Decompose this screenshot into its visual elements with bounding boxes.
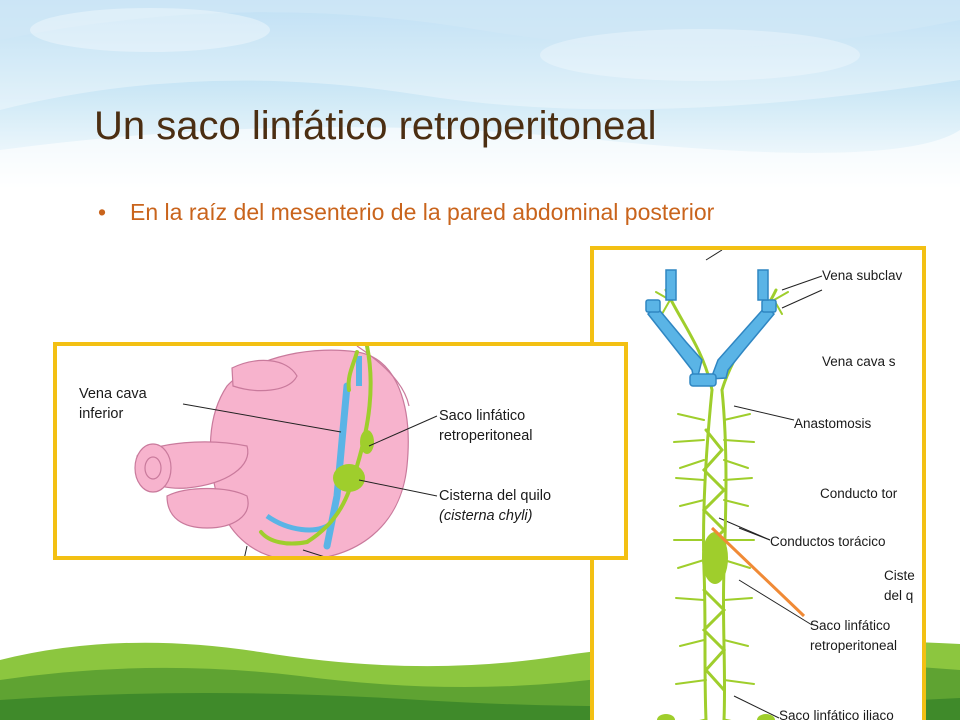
retroperitoneal-sac-shape bbox=[360, 430, 374, 454]
label-cisterna-del-quilo: Cisterna del quilo bbox=[439, 488, 552, 504]
label-conducto-toracico: Conducto tor bbox=[820, 486, 898, 501]
embryo-figure: Vena cava inferior Saco linfático retrop… bbox=[53, 342, 628, 560]
label-saco-iliaco: Saco linfático iliaco bbox=[779, 708, 894, 720]
bullet-item: • En la raíz del mesenterio de la pared … bbox=[96, 196, 856, 229]
cisterna-chyli-shape bbox=[702, 532, 728, 584]
iliac-sac-right-shape bbox=[757, 714, 775, 720]
lymphatic-system-illustration bbox=[645, 250, 823, 720]
label-saco-retroperitoneal-line-1: Saco linfático bbox=[810, 618, 891, 633]
embryo-leader-lines bbox=[182, 403, 438, 556]
label-saco-linfatico-line-1: Saco linfático bbox=[439, 408, 526, 424]
label-vena-subclavia: Vena subclav bbox=[822, 268, 903, 283]
lymph-vessels-shape bbox=[259, 346, 373, 546]
background-top-decoration bbox=[0, 0, 960, 190]
label-saco-linfatico-line-2: retroperitoneal bbox=[439, 428, 533, 444]
label-anastomosis: Anastomosis bbox=[794, 416, 872, 431]
label-vena-cava-line-2: inferior bbox=[79, 406, 124, 422]
bullet-text: En la raíz del mesenterio de la pared ab… bbox=[130, 199, 715, 225]
label-conductos-toracicos: Conductos torácico bbox=[770, 534, 886, 549]
label-cisterna-line-1: Ciste bbox=[884, 568, 915, 583]
embryo-illustration bbox=[134, 346, 438, 556]
veins-shape bbox=[645, 269, 777, 387]
cisterna-shape bbox=[333, 464, 365, 492]
lymphatic-system-figure: Vena subclav Vena cava s Anastomosis Con… bbox=[590, 246, 926, 720]
bullet-dot-icon: • bbox=[98, 199, 107, 225]
slide-title: Un saco linfático retroperitoneal bbox=[94, 104, 657, 148]
label-leader-lines bbox=[705, 250, 823, 719]
vena-cava-shape bbox=[323, 382, 351, 550]
label-vena-cava-line-1: Vena cava bbox=[79, 386, 147, 402]
lymph-branches bbox=[655, 291, 789, 685]
label-cisterna-chyli: (cisterna chyli) bbox=[439, 508, 533, 524]
label-cisterna-line-2: del q bbox=[884, 588, 914, 603]
label-saco-retroperitoneal-line-2: retroperitoneal bbox=[810, 638, 898, 653]
pointer-arrow-shape bbox=[710, 526, 806, 618]
bullet-list: • En la raíz del mesenterio de la pared … bbox=[96, 196, 856, 229]
label-vena-cava-superior: Vena cava s bbox=[822, 354, 896, 369]
iliac-sac-left-shape bbox=[657, 714, 675, 720]
embryo-body-shape bbox=[134, 346, 410, 556]
